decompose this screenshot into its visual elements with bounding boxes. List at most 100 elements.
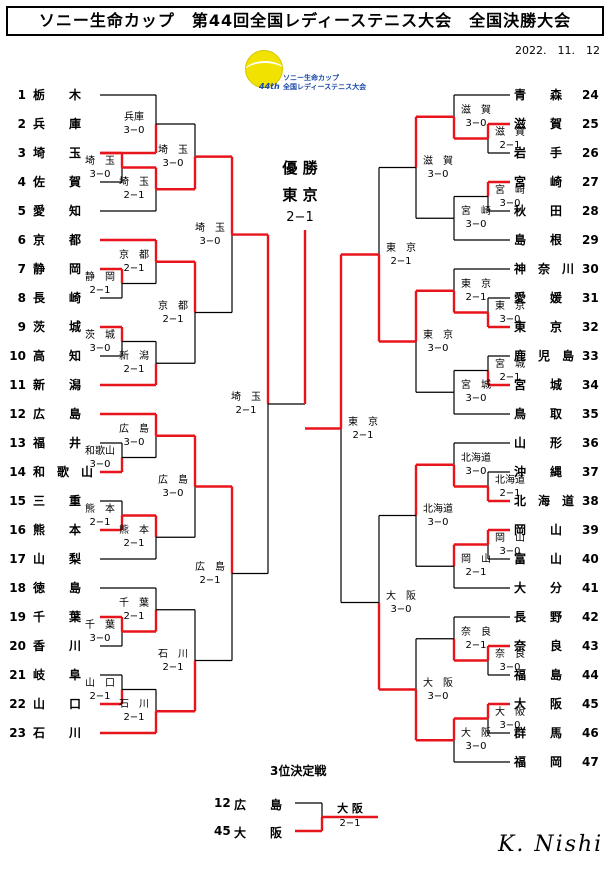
team-number: 12 [9, 407, 26, 421]
team-name: 高 知 [33, 349, 82, 363]
match-score: 3−0 [162, 487, 184, 499]
team-name: 愛 媛 [514, 291, 563, 305]
match-score: 3−0 [89, 458, 111, 470]
match-winner: 滋 賀 [423, 155, 453, 167]
team-name: 静 岡 [33, 262, 82, 276]
team-name: 福 島 [514, 668, 563, 682]
team-name: 岡 山 [514, 523, 563, 537]
match-winner: 北海道 [423, 503, 453, 515]
third-team-a-name: 広 島 [234, 798, 283, 812]
match-score: 3−0 [427, 168, 449, 180]
match-winner: 東 京 [461, 278, 491, 290]
match-winner: 和歌山 [85, 445, 115, 457]
match-winner: 滋 賀 [461, 104, 491, 116]
match-winner: 岡 山 [495, 532, 525, 544]
match-score: 2−1 [123, 364, 145, 376]
team-number: 29 [582, 233, 599, 247]
match-winner: 熊 本 [119, 525, 149, 537]
team-number: 13 [9, 436, 26, 450]
team-name: 宮 崎 [514, 175, 563, 189]
match-score: 2−1 [123, 538, 145, 550]
team-name: 千 葉 [33, 610, 82, 624]
match-score: 3−0 [89, 342, 111, 354]
team-number: 2 [17, 117, 26, 131]
team-name: 鳥 取 [514, 407, 563, 421]
match-score: 2−1 [465, 291, 487, 303]
third-score: 2−1 [339, 818, 361, 829]
match-winner: 山 口 [85, 677, 115, 689]
match-score: 2−1 [123, 262, 145, 274]
team-number: 4 [17, 175, 26, 189]
third-team-a-num: 12 [214, 796, 231, 810]
team-number: 47 [582, 755, 599, 769]
team-number: 11 [9, 378, 26, 392]
team-name: 石 川 [33, 726, 82, 740]
match-score: 3−0 [427, 516, 449, 528]
team-name: 沖 縄 [514, 465, 563, 479]
match-winner: 広 島 [119, 423, 149, 435]
match-winner: 広 島 [158, 474, 188, 486]
match-score: 3−0 [427, 342, 449, 354]
team-number: 31 [582, 291, 599, 305]
team-number: 38 [582, 494, 599, 508]
match-winner: 奈 良 [461, 626, 491, 638]
match-winner: 奈 良 [495, 648, 525, 660]
match-winner: 東 京 [495, 300, 525, 312]
match-score: 2−1 [162, 313, 184, 325]
team-number: 43 [582, 639, 599, 653]
team-number: 39 [582, 523, 599, 537]
match-score: 2−1 [89, 284, 111, 296]
match-score: 2−1 [499, 139, 521, 151]
third-winner: 大 阪 [337, 802, 363, 815]
team-name: 宮 城 [514, 378, 563, 392]
match-score: 3−0 [499, 313, 521, 325]
team-name: 三 重 [33, 494, 82, 508]
team-name: 栃 木 [33, 88, 82, 102]
match-winner: 埼 玉 [85, 155, 115, 167]
champion-team: 東 京 [282, 186, 318, 204]
tournament-title: ソニー生命カップ 第44回全国レディーステニス大会 全国決勝大会 [6, 6, 604, 36]
match-score: 3−0 [199, 235, 221, 247]
team-number: 36 [582, 436, 599, 450]
match-score: 2−1 [352, 429, 374, 441]
team-name: 岩 手 [514, 146, 563, 160]
team-name: 奈 良 [514, 639, 563, 653]
team-number: 20 [9, 639, 26, 653]
team-name: 東 京 [514, 320, 563, 334]
match-winner: 静 岡 [85, 271, 115, 283]
match-winner: 大 阪 [386, 590, 416, 602]
team-number: 45 [582, 697, 599, 711]
match-score: 3−0 [499, 545, 521, 557]
match-score: 3−0 [465, 393, 487, 405]
match-winner: 滋 賀 [495, 126, 525, 138]
match-winner: 新 潟 [119, 351, 149, 363]
champion-heading: 優 勝 [282, 159, 318, 177]
match-winner: 宮 崎 [461, 206, 491, 218]
team-name: 長 崎 [33, 291, 82, 305]
match-score: 2−1 [465, 567, 487, 579]
team-number: 44 [582, 668, 599, 682]
team-name: 富 山 [514, 552, 563, 566]
team-number: 46 [582, 726, 599, 740]
team-number: 5 [17, 204, 26, 218]
match-winner: 石 川 [158, 648, 188, 660]
match-winner: 宮 城 [461, 380, 491, 392]
team-number: 14 [9, 465, 26, 479]
team-number: 41 [582, 581, 599, 595]
logo-line1: ソニー生命カップ [283, 74, 339, 82]
team-name: 秋 田 [514, 204, 563, 218]
match-winner: 宮 崎 [495, 184, 525, 196]
team-number: 27 [582, 175, 599, 189]
match-score: 2−1 [162, 661, 184, 673]
team-number: 1 [17, 88, 26, 102]
match-winner: 京 都 [119, 249, 149, 261]
match-winner: 東 京 [348, 416, 378, 428]
team-name: 香 川 [33, 639, 82, 653]
team-number: 23 [9, 726, 26, 740]
team-name: 熊 本 [33, 523, 82, 537]
third-place-heading: 3位決定戦 [270, 764, 327, 778]
third-team-b-num: 45 [214, 824, 231, 838]
match-score: 3−0 [162, 157, 184, 169]
